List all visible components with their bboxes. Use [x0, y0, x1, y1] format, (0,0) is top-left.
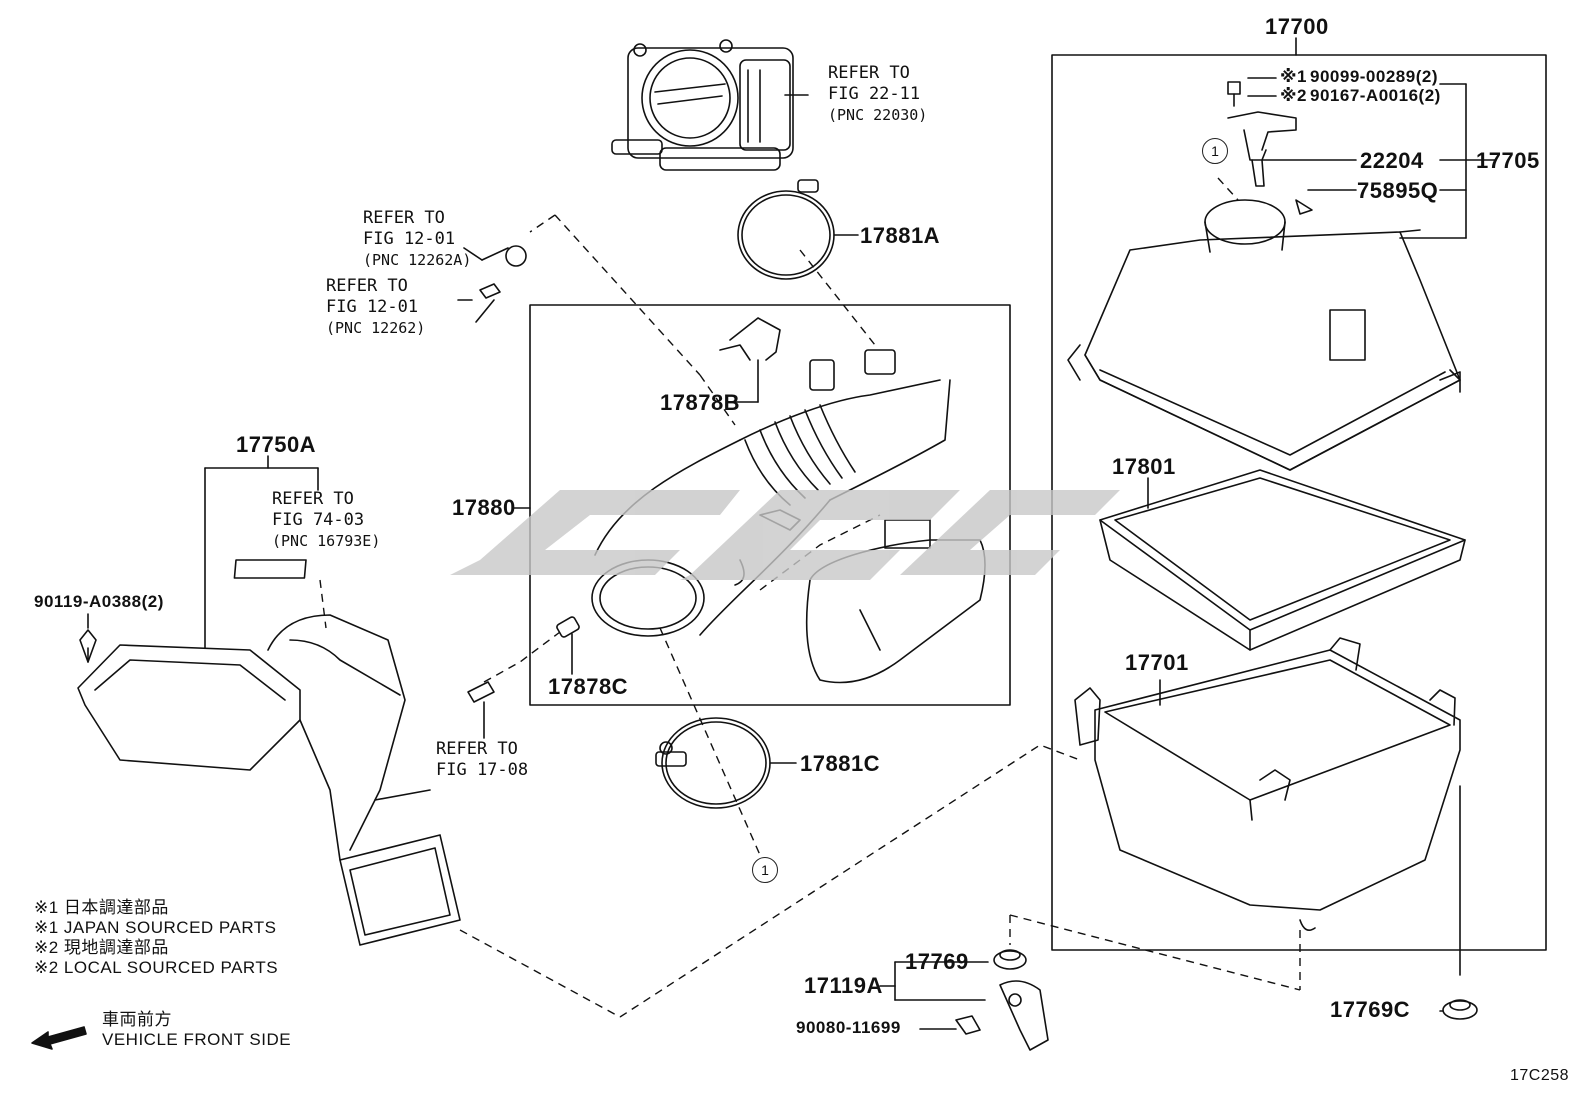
- notes-block: ※1 日本調達部品 ※1 JAPAN SOURCED PARTS ※2 現地調達…: [34, 898, 278, 978]
- leader-lines: [463, 247, 531, 509]
- part-90099-mark: ※1: [1280, 67, 1307, 86]
- bracket-17750a-lines: [87, 455, 319, 649]
- part-17881c-label: 17881C: [800, 751, 881, 776]
- part-17750a-label: 17750A: [236, 432, 317, 457]
- part-17701-label: 17701: [1125, 650, 1189, 675]
- air-duct-drawing: [77, 559, 461, 946]
- note-japan-en: ※1 JAPAN SOURCED PARTS: [34, 918, 277, 937]
- refer-throttle-line1: REFER TO: [828, 63, 910, 83]
- refer-1708-line2: FIG 17-08: [436, 760, 529, 780]
- part-17769-label: 17769: [905, 949, 969, 974]
- part-90167-mark: ※2: [1280, 86, 1307, 105]
- clamp-17881a-drawing: [737, 179, 859, 280]
- refer-12262-line3: (PNC 12262): [326, 319, 426, 337]
- part-17878b-label: 17878B: [660, 390, 741, 415]
- part-17881a-label: 17881A: [860, 223, 941, 248]
- part-22204-label: 22204: [1360, 148, 1424, 173]
- filter-element-drawing: [1099, 469, 1466, 651]
- refer-16793e-block: REFER TO FIG 74-03 (PNC 16793E): [272, 489, 380, 552]
- note-japan-jp: ※1 日本調達部品: [34, 898, 169, 917]
- refer-16793e-line3: (PNC 16793E): [272, 532, 381, 550]
- direction-en: VEHICLE FRONT SIDE: [102, 1030, 292, 1049]
- part-17700-label: 17700: [1265, 14, 1329, 39]
- refer-12262a-block: REFER TO FIG 12-01 (PNC 12262A): [363, 208, 471, 271]
- refer-throttle-block: REFER TO FIG 22-11 (PNC 22030): [828, 63, 927, 126]
- direction-jp: 車両前方: [102, 1010, 172, 1029]
- part-17769c-label: 17769C: [1330, 997, 1411, 1022]
- part-17878c-label: 17878C: [548, 674, 629, 699]
- throttle-body-drawing: [611, 39, 809, 171]
- refer-12262a-line3: (PNC 12262A): [363, 251, 472, 269]
- figure-code: 17C258: [1510, 1067, 1570, 1084]
- callout-circle-lower: 1: [752, 857, 778, 883]
- refer-1708-line1: REFER TO: [436, 739, 518, 759]
- front-arrow-drawing: [31, 1026, 87, 1050]
- part-17119a-label: 17119A: [804, 973, 883, 998]
- direction-block: 車両前方 VEHICLE FRONT SIDE: [102, 1010, 291, 1050]
- tube-refer-drawing: [457, 245, 527, 739]
- part-17880-label: 17880: [452, 495, 516, 520]
- part-90119-label: 90119-A0388(2): [34, 592, 164, 611]
- part-17705-label: 17705: [1476, 148, 1540, 173]
- refer-1708-block: REFER TO FIG 17-08: [436, 739, 528, 781]
- air-cleaner-cap-drawing: [1067, 199, 1461, 471]
- note-local-en: ※2 LOCAL SOURCED PARTS: [34, 958, 279, 977]
- part-17801-label: 17801: [1112, 454, 1176, 479]
- clamp-17881c-drawing: [655, 717, 797, 809]
- part-90080-label: 90080-11699: [796, 1018, 901, 1037]
- refer-16793e-line1: REFER TO: [272, 489, 354, 509]
- callout-circle-upper: 1: [1202, 138, 1228, 164]
- part-90099-label: 90099-00289(2): [1310, 67, 1438, 86]
- air-cleaner-case-drawing: [1074, 637, 1461, 976]
- note-local-jp: ※2 現地調達部品: [34, 938, 169, 957]
- refer-16793e-line2: FIG 74-03: [272, 510, 365, 530]
- refer-throttle-line2: FIG 22-11: [828, 84, 921, 104]
- refer-12262-line1: REFER TO: [326, 276, 408, 296]
- refer-12262-block: REFER TO FIG 12-01 (PNC 12262): [326, 276, 425, 339]
- hose-17878c-drawing: [556, 616, 580, 675]
- refer-12262a-line2: FIG 12-01: [363, 229, 456, 249]
- dashed-connector-lines: [319, 177, 1301, 1018]
- refer-throttle-line3: (PNC 22030): [828, 106, 928, 124]
- hose-17878b-drawing: [719, 317, 781, 403]
- part-75895q-label: 75895Q: [1357, 178, 1439, 203]
- bracket-17705-lines: [1247, 77, 1497, 239]
- sensor-22204-drawing: [1227, 81, 1357, 215]
- refer-12262a-line1: REFER TO: [363, 208, 445, 228]
- bracket-17119a-drawing: [879, 949, 1478, 1051]
- refer-12262-line2: FIG 12-01: [326, 297, 419, 317]
- part-90167-label: 90167-A0016(2): [1310, 86, 1441, 105]
- air-cleaner-group-box: [1051, 54, 1547, 951]
- watermark: [450, 490, 1120, 580]
